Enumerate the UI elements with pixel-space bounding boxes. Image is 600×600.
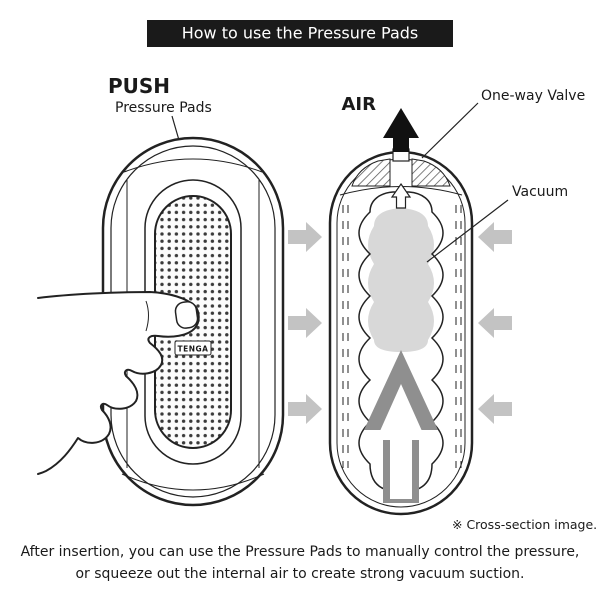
flow-right-arrow-icon xyxy=(288,394,322,424)
hand-fill xyxy=(38,292,199,474)
flow-left-arrow-icon xyxy=(478,222,512,252)
cross-section-note: ※ Cross-section image. xyxy=(452,517,597,532)
brand-plate xyxy=(174,340,212,356)
push-label: PUSH xyxy=(108,74,170,98)
flow-left-arrow-icon xyxy=(478,394,512,424)
pressure-pads-label: Pressure Pads xyxy=(115,100,212,116)
header-banner-bg xyxy=(147,20,453,47)
flow-right-arrow-icon xyxy=(288,308,322,338)
air-flow-white-arrow-icon xyxy=(376,384,426,499)
caption-line-1: After insertion, you can use the Pressur… xyxy=(21,544,580,560)
air-label: AIR xyxy=(342,94,377,115)
flow-left-arrow-icon xyxy=(478,308,512,338)
hand xyxy=(37,291,200,475)
vacuum-label: Vacuum xyxy=(512,184,568,200)
header-banner: How to use the Pressure Pads xyxy=(147,20,453,47)
device-cross-section xyxy=(328,148,474,516)
caption-line-2: or squeeze out the internal air to creat… xyxy=(75,566,524,582)
page-title: How to use the Pressure Pads xyxy=(182,24,419,43)
inner-chamber-outline xyxy=(358,191,444,493)
air-up-arrow-icon xyxy=(383,108,419,152)
hand-outline xyxy=(37,291,200,475)
valve-cap-left xyxy=(351,158,391,187)
flow-right-arrow-icon xyxy=(288,222,322,252)
finger-crease xyxy=(145,300,149,332)
brand-logo: TENGA xyxy=(178,345,209,354)
device-bottom-seam xyxy=(121,473,265,491)
one-way-valve-label: One-way Valve xyxy=(481,88,585,104)
device-top-seam xyxy=(123,158,263,173)
valve-cap-right xyxy=(411,158,451,187)
fingernail xyxy=(174,301,199,329)
one-way-valve-leader-line xyxy=(421,102,479,159)
valve-outlet-arrow-icon xyxy=(390,182,412,209)
vacuum-region xyxy=(368,208,434,352)
vacuum-leader-line xyxy=(426,199,509,263)
